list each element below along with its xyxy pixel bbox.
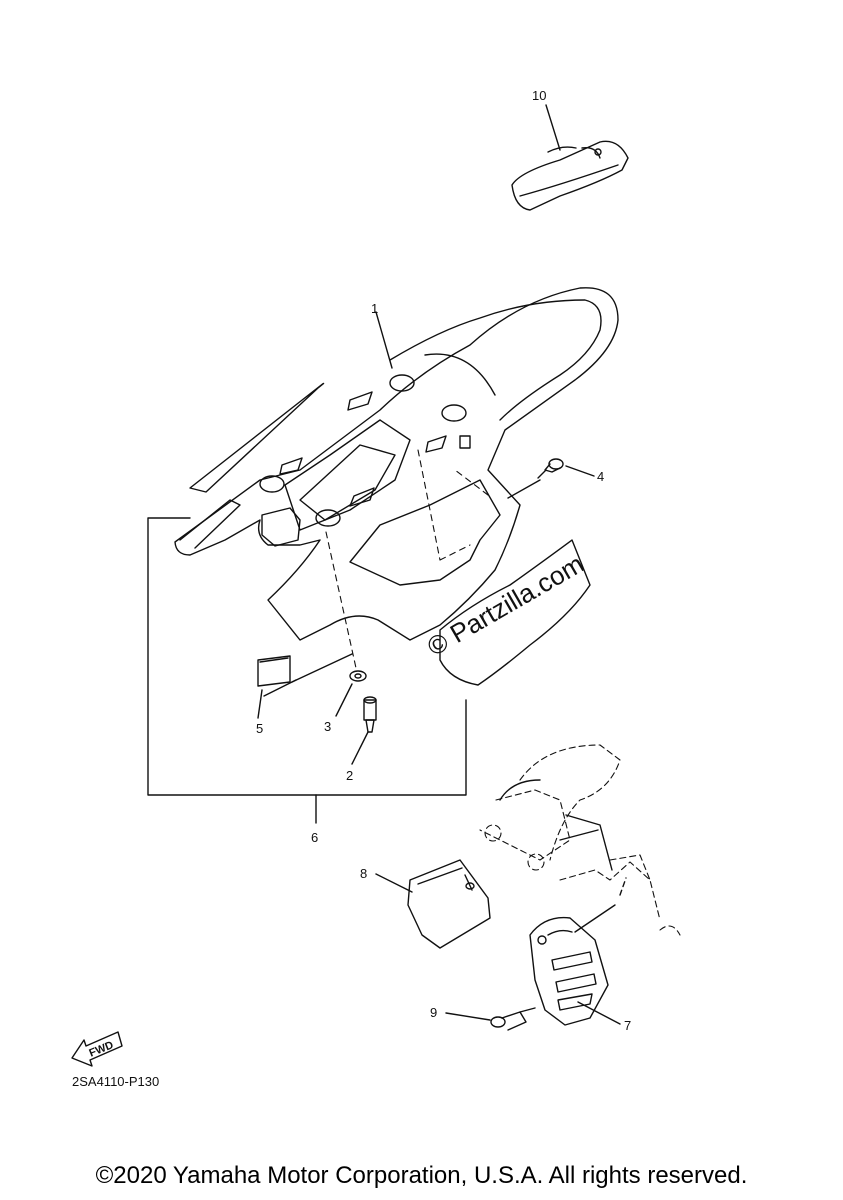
leader-8 bbox=[375, 873, 413, 893]
part-5-pad bbox=[257, 655, 291, 687]
bracket-6 bbox=[147, 517, 467, 796]
leader-5 bbox=[257, 689, 263, 719]
part-9-bolt bbox=[490, 1007, 536, 1031]
part-label-3: 3 bbox=[324, 719, 332, 734]
part-label-1: 1 bbox=[371, 301, 379, 316]
part-8-guard bbox=[407, 859, 491, 949]
leader-2 bbox=[351, 731, 369, 765]
leader-9 bbox=[445, 1012, 491, 1021]
part-label-9: 9 bbox=[430, 1005, 438, 1020]
leader-3 bbox=[335, 683, 353, 717]
leader-7b bbox=[574, 904, 616, 933]
part-label-7: 7 bbox=[624, 1018, 632, 1033]
fwd-arrow-icon: FWD bbox=[71, 1031, 123, 1067]
part-label-2: 2 bbox=[346, 768, 354, 783]
part-10-decal bbox=[511, 140, 629, 211]
part-label-5: 5 bbox=[256, 721, 264, 736]
part-1-rear-fender bbox=[174, 287, 619, 641]
leader-7 bbox=[577, 1001, 621, 1025]
part-2-bolt bbox=[363, 696, 377, 733]
part-label-4: 4 bbox=[597, 469, 605, 484]
copyright-notice: ©2020 Yamaha Motor Corporation, U.S.A. A… bbox=[95, 1162, 748, 1189]
part-4-screw bbox=[537, 458, 564, 479]
frame-outline bbox=[479, 744, 681, 936]
leader-10 bbox=[545, 104, 561, 151]
decal-plate bbox=[439, 539, 591, 686]
leader-4b bbox=[507, 479, 541, 499]
leader-4 bbox=[565, 465, 595, 477]
leader-1 bbox=[375, 311, 393, 369]
part-label-10: 10 bbox=[532, 88, 547, 103]
part-3-washer bbox=[349, 670, 367, 682]
part-label-8: 8 bbox=[360, 866, 368, 881]
part-7-heel-guard bbox=[529, 916, 609, 1026]
leader-5b bbox=[291, 653, 353, 683]
fwd-label: FWD bbox=[88, 1039, 116, 1060]
part-label-6: 6 bbox=[311, 830, 319, 845]
drawing-code: 2SA4110-P130 bbox=[72, 1074, 160, 1089]
